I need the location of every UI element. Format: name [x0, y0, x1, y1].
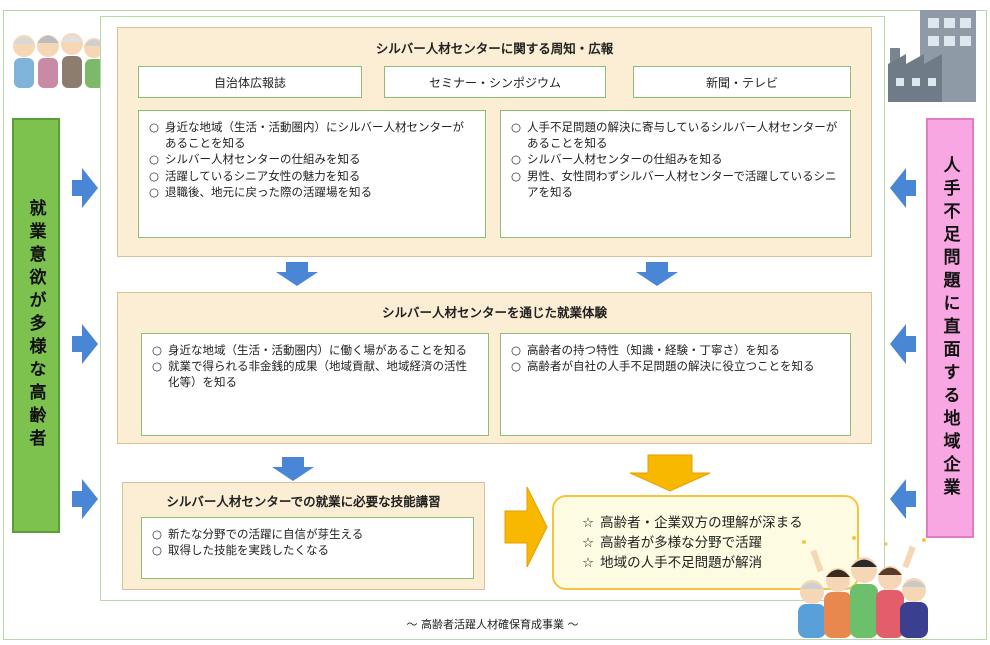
panel-publicity-title: シルバー人材センターに関する周知・広報 — [375, 41, 614, 56]
tag-municipal-newsletter: 自治体広報誌 — [138, 66, 362, 98]
list-item: ○人手不足問題の解決に寄与しているシルバー人材センターがあることを知る — [511, 120, 838, 151]
panel-work-experience: シルバー人材センターを通じた就業体験 ○身近な地域（生活・活動圏内）に働く場があ… — [117, 292, 872, 444]
outer-frame — [3, 10, 987, 640]
list-item: ○高齢者の持つ特性（知識・経験・丁寧さ）を知る — [511, 343, 781, 357]
publicity-senior-box: ○身近な地域（生活・活動圏内）にシルバー人材センターがあることを知る ○シルバー… — [138, 110, 486, 238]
left-arrow-icon — [890, 168, 916, 208]
publicity-company-box: ○人手不足問題の解決に寄与しているシルバー人材センターがあることを知る ○シルバ… — [500, 110, 851, 238]
left-arrow-icon — [890, 324, 916, 364]
elderly-group-illustration — [13, 33, 104, 88]
list-item: ○就業で得られる非金銭的成果（地域貢献、地域経済の活性化等）を知る — [152, 359, 468, 390]
tag-seminar: セミナー・シンポジウム — [384, 66, 606, 98]
tag-media: 新聞・テレビ — [633, 66, 851, 98]
list-item: ○高齢者が自社の人手不足問題の解決に役立つことを知る — [511, 359, 815, 374]
caption: ～ 高齢者活躍人材確保育成事業 ～ — [406, 618, 579, 631]
right-arrow-icon — [72, 479, 98, 519]
down-arrow-icon — [636, 262, 678, 286]
cheering-people-illustration — [798, 536, 928, 638]
left-label-text: 就業意欲が多様な高齢者 — [25, 199, 46, 452]
down-arrow-icon — [272, 457, 314, 481]
result-item: ☆高齢者・企業双方の理解が深まる — [582, 515, 803, 531]
result-item: ☆高齢者が多様な分野で活躍 — [582, 535, 763, 551]
right-label-box: 人手不足問題に直面する地域企業 — [926, 118, 974, 538]
right-label-text: 人手不足問題に直面する地域企業 — [939, 155, 960, 501]
list-item: ○取得した技能を実践したくなる — [152, 543, 330, 558]
left-arrow-icon — [890, 479, 916, 519]
list-item: ○新たな分野での活躍に自信が芽生える — [152, 527, 364, 541]
panel-work-experience-title: シルバー人材センターを通じた就業体験 — [381, 305, 607, 320]
big-right-arrow-icon — [504, 486, 548, 568]
panel-skills-training-title: シルバー人材センターでの就業に必要な技能講習 — [166, 494, 441, 509]
office-building-illustration — [888, 10, 976, 102]
experience-senior-box: ○身近な地域（生活・活動圏内）に働く場があることを知る ○就業で得られる非金銭的… — [141, 333, 489, 436]
right-arrow-icon — [72, 168, 98, 208]
results-box: ☆高齢者・企業双方の理解が深まる ☆高齢者が多様な分野で活躍 ☆地域の人手不足問… — [552, 495, 859, 590]
list-item: ○男性、女性問わずシルバー人材センターで活躍しているシニアを知る — [511, 168, 837, 199]
big-down-arrow-icon — [629, 454, 711, 492]
result-item: ☆地域の人手不足問題が解消 — [582, 555, 763, 571]
list-item: ○身近な地域（生活・活動圏内）にシルバー人材センターがあることを知る — [149, 120, 465, 151]
panel-skills-training: シルバー人材センターでの就業に必要な技能講習 ○新たな分野での活躍に自信が芽生え… — [122, 482, 485, 590]
list-item: ○身近な地域（生活・活動圏内）に働く場があることを知る — [152, 343, 468, 357]
experience-company-box: ○高齢者の持つ特性（知識・経験・丁寧さ）を知る ○高齢者が自社の人手不足問題の解… — [500, 333, 851, 436]
list-item: ○活躍しているシニア女性の魅力を知る — [149, 168, 361, 183]
skills-training-box: ○新たな分野での活躍に自信が芽生える ○取得した技能を実践したくなる — [141, 517, 474, 579]
list-item: ○シルバー人材センターの仕組みを知る — [511, 152, 723, 167]
list-item: ○退職後、地元に戻った際の活躍場を知る — [149, 184, 373, 199]
list-item: ○シルバー人材センターの仕組みを知る — [149, 152, 361, 167]
right-arrow-icon — [72, 324, 98, 364]
down-arrow-icon — [276, 262, 318, 286]
left-label-box: 就業意欲が多様な高齢者 — [12, 118, 60, 533]
panel-publicity: シルバー人材センターに関する周知・広報 自治体広報誌 セミナー・シンポジウム 新… — [117, 27, 872, 257]
